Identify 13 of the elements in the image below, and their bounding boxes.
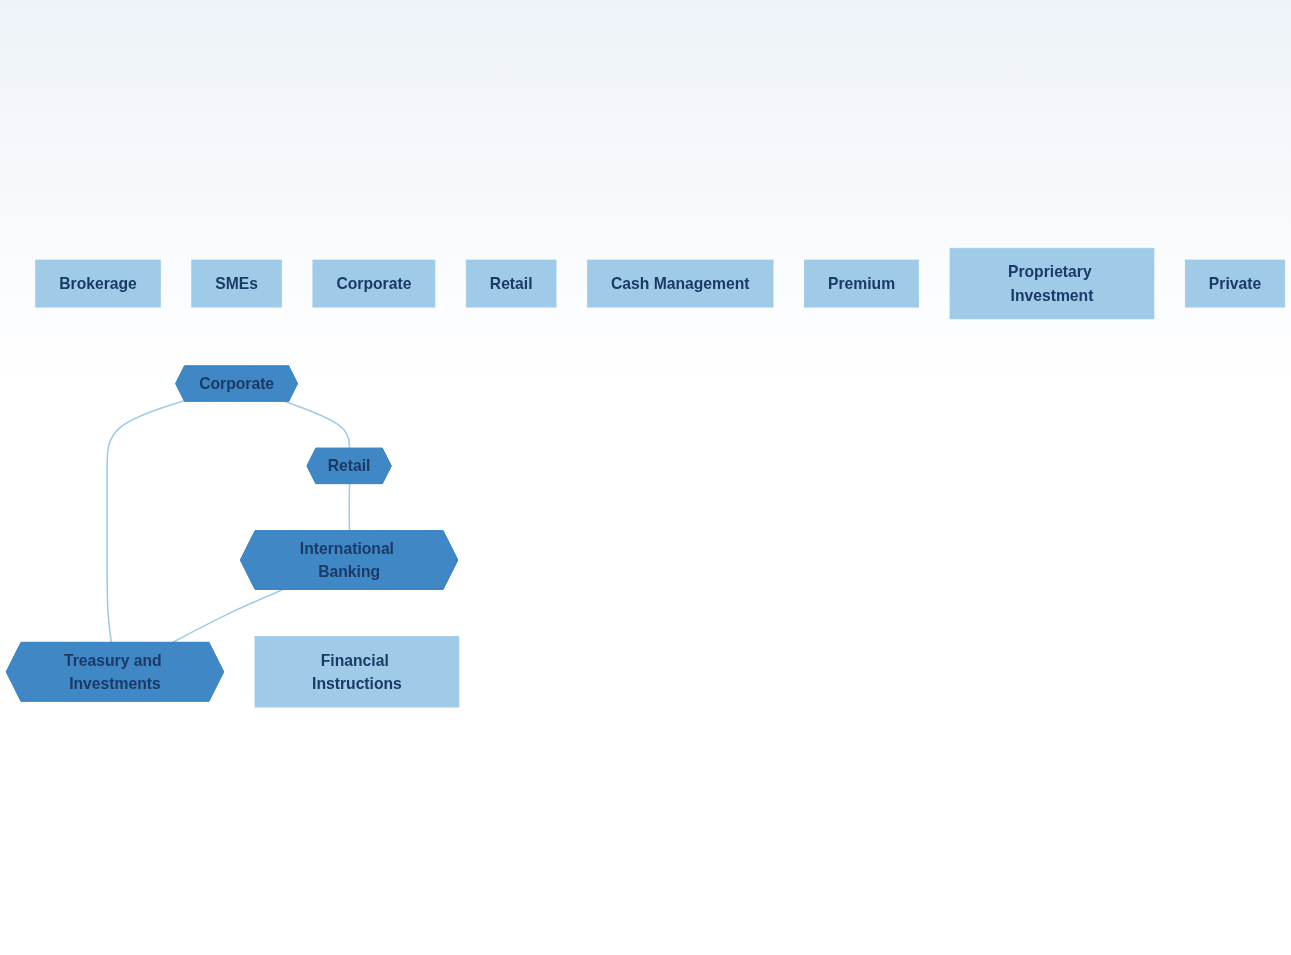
node-box: Cash Management [587,259,774,308]
node-box: Brokerage [35,259,161,308]
connector [171,588,284,644]
connector [284,400,351,450]
node-box: Premium [804,259,920,308]
node-box: Private [1184,259,1286,308]
node-box: SMEs [191,259,282,308]
connector [106,399,186,644]
node-box: Retail [465,259,557,308]
connector [348,483,351,532]
node-box: Financial Instructions [254,635,460,708]
node-box: Corporate [312,259,436,308]
node-box: Proprietary Investment [949,247,1155,320]
